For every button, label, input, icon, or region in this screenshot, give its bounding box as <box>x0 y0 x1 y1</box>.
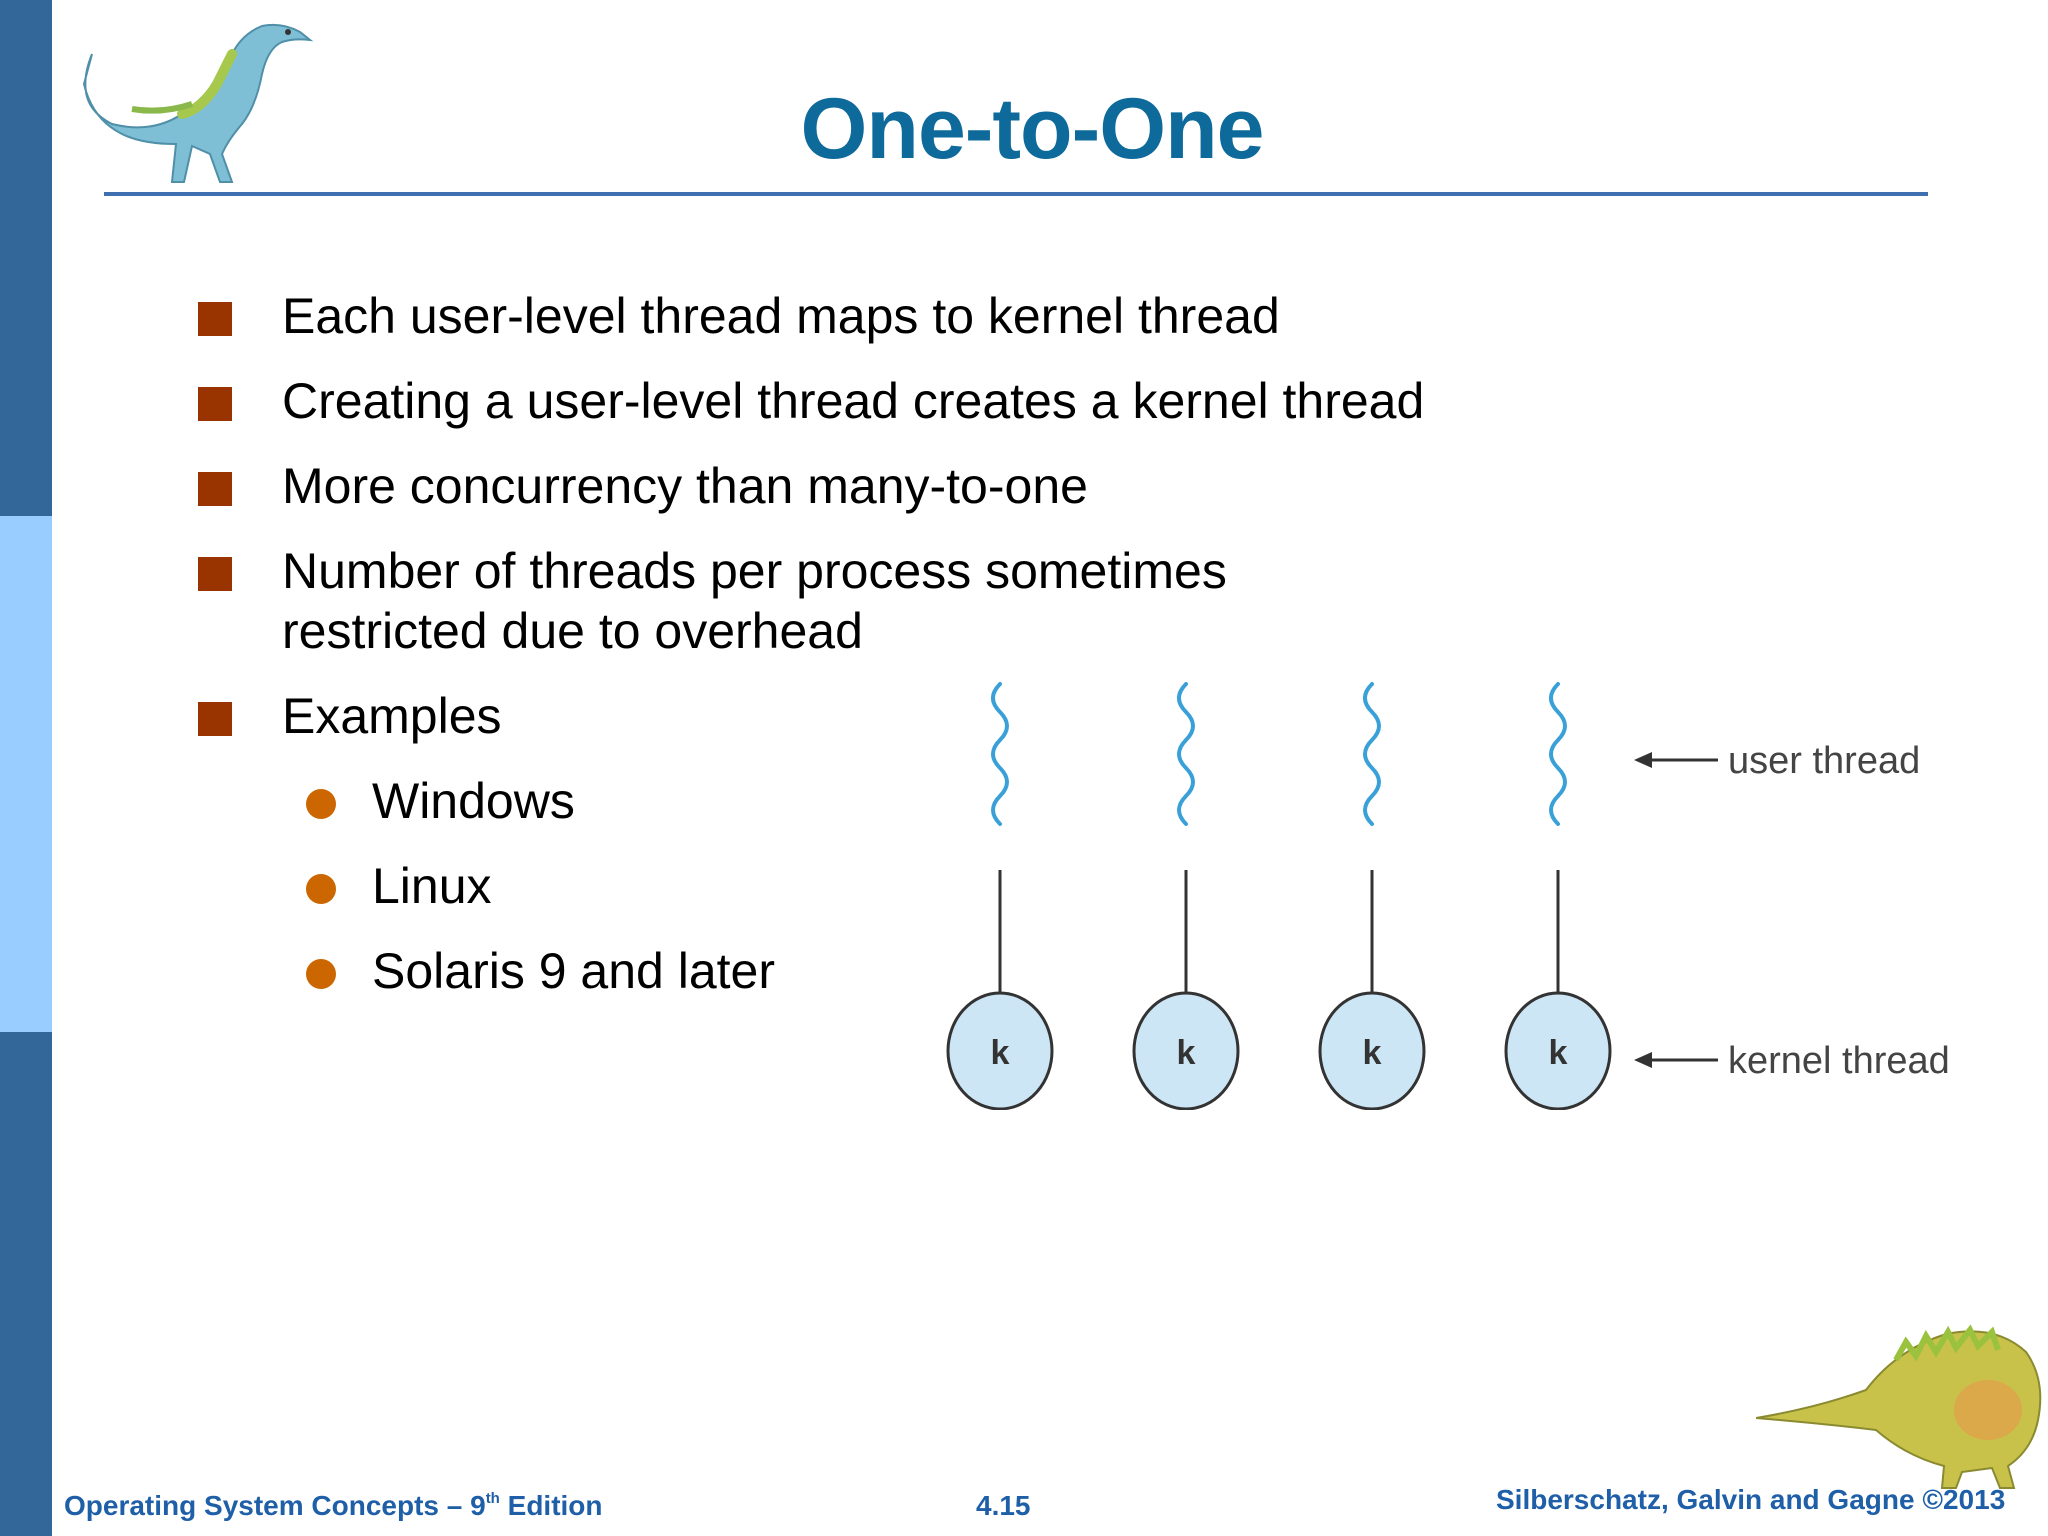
bullet-text: Examples <box>282 688 502 744</box>
user-thread-2 <box>1177 682 1195 995</box>
footer-authors: Silberschatz, Galvin and Gagne ©2013 <box>1496 1484 2006 1515</box>
footer-book-text: Operating System Concepts – 9 <box>64 1490 486 1521</box>
kernel-thread-pointer: kernel thread <box>1634 1040 1950 1082</box>
footer-page-number: 4.15 <box>976 1490 1031 1521</box>
bullet-item: Number of threads per process sometimes … <box>198 541 1342 661</box>
bullet-item: More concurrency than many-to-one <box>198 456 1498 516</box>
bullet-text: Creating a user-level thread creates a k… <box>282 373 1425 429</box>
title-divider <box>104 192 1928 196</box>
footer-book-title: Operating System Concepts – 9th Edition <box>64 1490 603 1522</box>
kernel-thread-1: k <box>946 991 1054 1111</box>
arrow-left-icon <box>1634 752 1652 768</box>
kernel-thread-4: k <box>1504 991 1612 1111</box>
sub-bullet-item: Linux <box>198 856 1498 916</box>
footer-edition-suffix: th <box>485 1490 500 1507</box>
sub-bullet-item: Solaris 9 and later <box>198 941 1498 1001</box>
dinosaur-logo-bottom <box>1756 1324 2042 1489</box>
left-sidebar-highlight <box>0 516 52 1032</box>
bullet-text: Number of threads per process sometimes … <box>282 543 1227 659</box>
square-bullet-icon <box>198 472 232 506</box>
kernel-thread-label: k <box>991 1034 1010 1072</box>
bullet-item: Each user-level thread maps to kernel th… <box>198 286 1498 346</box>
sub-bullet-text: Solaris 9 and later <box>372 943 776 999</box>
user-thread-pointer: user thread <box>1634 740 1920 782</box>
kernel-thread-label: k <box>1363 1034 1382 1072</box>
square-bullet-icon <box>198 302 232 336</box>
kernel-thread-3: k <box>1318 991 1426 1111</box>
bullet-text: Each user-level thread maps to kernel th… <box>282 288 1280 344</box>
round-bullet-icon <box>306 874 336 904</box>
sub-bullet-text: Windows <box>372 773 575 829</box>
round-bullet-icon <box>306 959 336 989</box>
dinosaur-logo-top <box>82 23 314 183</box>
sub-bullet-item: Windows <box>198 771 1498 831</box>
bullet-item: Examples <box>198 686 1498 746</box>
slide-title: One-to-One <box>800 81 1265 177</box>
bullet-list: Each user-level thread maps to kernel th… <box>198 286 1498 1026</box>
kernel-thread-label: k <box>1177 1034 1196 1072</box>
kernel-thread-label: k <box>1549 1034 1568 1072</box>
bullet-text: More concurrency than many-to-one <box>282 458 1088 514</box>
kernel-thread-2: k <box>1132 991 1240 1111</box>
user-thread-label: user thread <box>1728 740 1920 782</box>
round-bullet-icon <box>306 789 336 819</box>
one-to-one-diagram: k k k k user thread kernel thread <box>940 682 1950 1120</box>
user-thread-3 <box>1363 682 1381 995</box>
square-bullet-icon <box>198 387 232 421</box>
square-bullet-icon <box>198 557 232 591</box>
sub-bullet-text: Linux <box>372 858 492 914</box>
square-bullet-icon <box>198 702 232 736</box>
footer-edition-word: Edition <box>499 1490 603 1521</box>
user-thread-4 <box>1549 682 1567 995</box>
bullet-item: Creating a user-level thread creates a k… <box>198 371 1498 431</box>
user-thread-1 <box>991 682 1009 995</box>
kernel-thread-label-text: kernel thread <box>1728 1040 1950 1082</box>
arrow-left-icon <box>1634 1052 1652 1068</box>
